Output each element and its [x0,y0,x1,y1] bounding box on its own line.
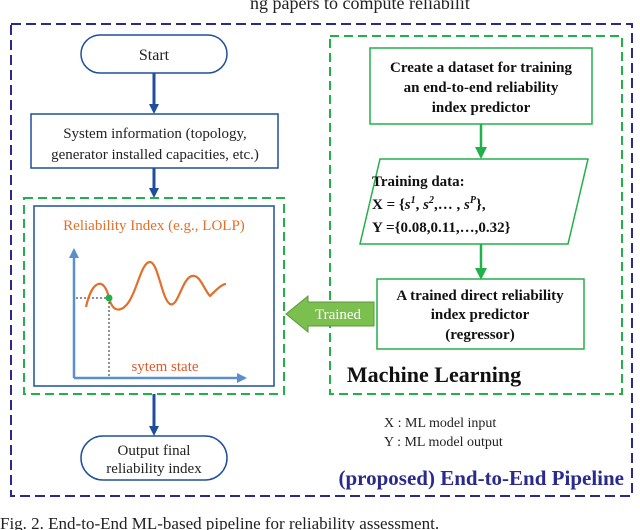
machine-learning-region [329,35,623,395]
reliability-curve [84,260,227,311]
training-data-title: Training data: [372,174,465,190]
trained-arrow-label: Trained [315,307,362,323]
output-line-2: reliability index [106,461,202,477]
output-node [80,435,228,481]
trained-predictor-line-2: index predictor [431,307,530,323]
legend-y: Y : ML model output [384,435,503,450]
pipeline-frame [10,23,633,497]
top-text-fragment: ng papers to compute reliabilit [250,0,470,13]
trained-predictor-box [376,278,585,350]
reliability-index-container [23,197,285,395]
create-dataset-line-3: index predictor [432,100,531,116]
pipeline-label: (proposed) End-to-End Pipeline [339,466,625,490]
create-dataset-line-2: an end-to-end reliability [404,80,559,96]
create-dataset-line-1: Create a dataset for training [390,60,572,76]
create-dataset-box [369,47,593,125]
figure-caption: Fig. 2. End-to-End ML-based pipeline for… [0,514,440,530]
system-info-line-2: generator installed capacities, etc.) [51,147,259,163]
legend-x: X : ML model input [384,416,496,431]
training-y-line: Y ={0.08,0.11,…,0.32} [372,220,511,236]
training-data-box [359,158,589,245]
reliability-index-title: Reliability Index (e.g., LOLP) [63,218,245,234]
sample-point [105,294,113,302]
system-info-box [30,113,279,169]
training-x-line: X = {s1, s2,… , sP}, [372,195,486,213]
output-line-1: Output final [118,443,191,459]
x-axis-label: sytem state [131,359,198,375]
system-info-line-1: System information (topology, [63,126,247,142]
trained-predictor-line-3: (regressor) [445,327,514,343]
machine-learning-label: Machine Learning [347,362,521,387]
trained-predictor-line-1: A trained direct reliability [396,288,564,304]
start-label: Start [139,47,170,64]
trained-arrow [285,294,375,334]
